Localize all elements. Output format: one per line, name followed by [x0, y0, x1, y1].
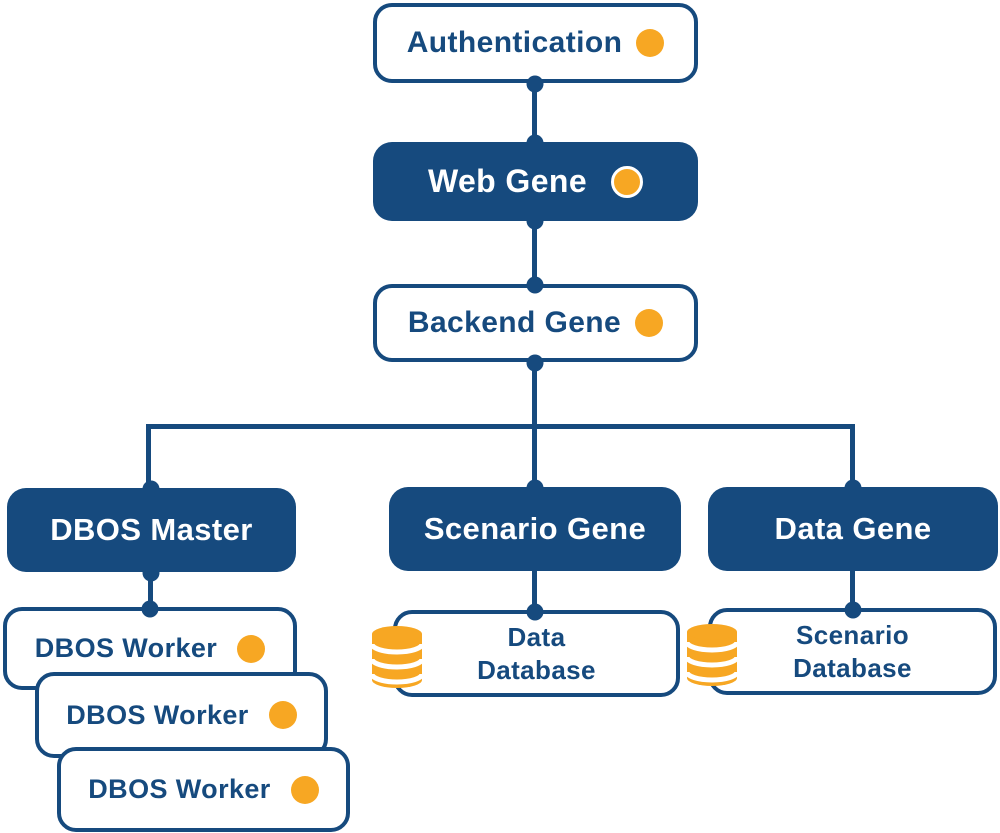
- node-data-gene-label: Data Gene: [774, 511, 932, 546]
- edge-branch-datagene: [850, 424, 855, 490]
- junction-dot: [526, 354, 544, 372]
- junction-dot: [142, 564, 160, 582]
- node-web-gene: Web Gene: [373, 142, 698, 221]
- branch-horizontal-line: [146, 424, 855, 429]
- node-dbos-worker-2: DBOS Worker: [35, 672, 328, 758]
- node-dbos-master: DBOS Master: [7, 488, 296, 572]
- edge-branch-scenariogene: [532, 424, 537, 490]
- node-authentication-label: Authentication: [406, 26, 623, 59]
- status-dot-icon: [611, 165, 644, 198]
- node-data-database-label: Data Database: [477, 621, 596, 686]
- status-dot-icon: [290, 775, 319, 804]
- scenario-database-line2: Database: [793, 652, 912, 683]
- scenario-database-line1: Scenario: [795, 620, 909, 650]
- node-dbos-master-label: DBOS Master: [50, 512, 253, 547]
- edge-datagene-scenariodatabase: [850, 571, 855, 613]
- junction-dot: [526, 603, 544, 621]
- data-database-line2: Database: [477, 654, 596, 685]
- junction-dot: [526, 134, 544, 152]
- database-cylinder-icon: [686, 624, 738, 686]
- node-dbos-worker-3: DBOS Worker: [57, 747, 350, 832]
- status-dot-icon: [635, 309, 664, 337]
- junction-dot: [142, 480, 160, 498]
- node-authentication: Authentication: [373, 3, 698, 83]
- node-data-database: Data Database: [371, 610, 680, 697]
- junction-dot: [526, 479, 544, 497]
- junction-dot: [526, 212, 544, 230]
- status-dot-icon: [268, 701, 297, 729]
- edge-branch-dbosmaster: [146, 424, 151, 491]
- status-dot-icon: [237, 634, 266, 663]
- edge-backendgene-branch: [532, 362, 537, 429]
- node-scenario-gene: Scenario Gene: [389, 487, 681, 571]
- node-scenario-database-label: Scenario Database: [793, 619, 912, 684]
- junction-dot: [844, 601, 862, 619]
- junction-dot: [844, 479, 862, 497]
- node-web-gene-label: Web Gene: [427, 163, 588, 199]
- edge-dbosmaster-dbosworker: [148, 572, 153, 612]
- junction-dot: [141, 600, 159, 618]
- edge-authentication-webgene: [532, 83, 537, 145]
- node-dbos-worker-label: DBOS Worker: [34, 633, 218, 663]
- edge-webgene-backendgene: [532, 220, 537, 287]
- node-scenario-gene-label: Scenario Gene: [423, 511, 647, 546]
- node-scenario-database: Scenario Database: [686, 608, 997, 695]
- status-dot-icon: [636, 29, 665, 57]
- edge-scenariogene-datadatabase: [532, 571, 537, 615]
- node-backend-gene: Backend Gene: [373, 284, 698, 362]
- junction-dot: [526, 276, 544, 294]
- data-database-line1: Data: [507, 622, 566, 652]
- database-cylinder-icon: [371, 626, 423, 688]
- node-data-gene: Data Gene: [708, 487, 998, 571]
- node-dbos-worker-label: DBOS Worker: [66, 699, 249, 730]
- node-dbos-worker-label: DBOS Worker: [88, 774, 271, 804]
- junction-dot: [526, 75, 544, 93]
- node-backend-gene-label: Backend Gene: [407, 306, 622, 339]
